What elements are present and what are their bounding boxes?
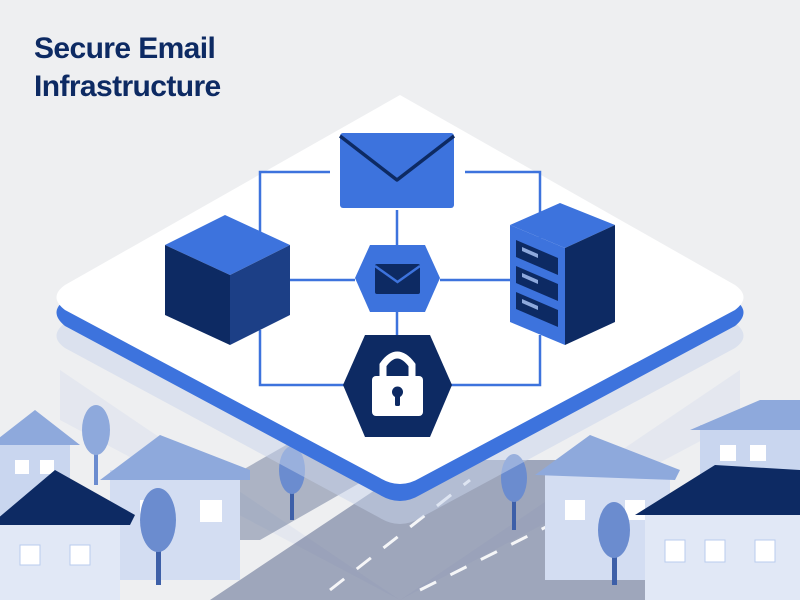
house-right-mid <box>535 435 680 580</box>
house-right-front <box>635 465 800 600</box>
tree <box>140 488 176 585</box>
tree <box>82 405 110 485</box>
tree <box>598 502 630 585</box>
title-line-2: Infrastructure <box>34 70 221 103</box>
house-left-mid <box>100 435 250 580</box>
house-left-front <box>0 470 135 600</box>
page-title: Secure Email Infrastructure <box>34 30 221 106</box>
title-line-1: Secure Email <box>34 32 216 65</box>
security-node <box>343 335 452 437</box>
envelope-icon <box>374 264 421 294</box>
cube-icon <box>165 215 290 345</box>
padlock-icon <box>372 351 423 416</box>
server-rack-icon <box>510 203 615 345</box>
central-hub <box>355 245 440 312</box>
house-right-far <box>690 400 800 505</box>
mail-envelope-icon <box>338 133 456 208</box>
